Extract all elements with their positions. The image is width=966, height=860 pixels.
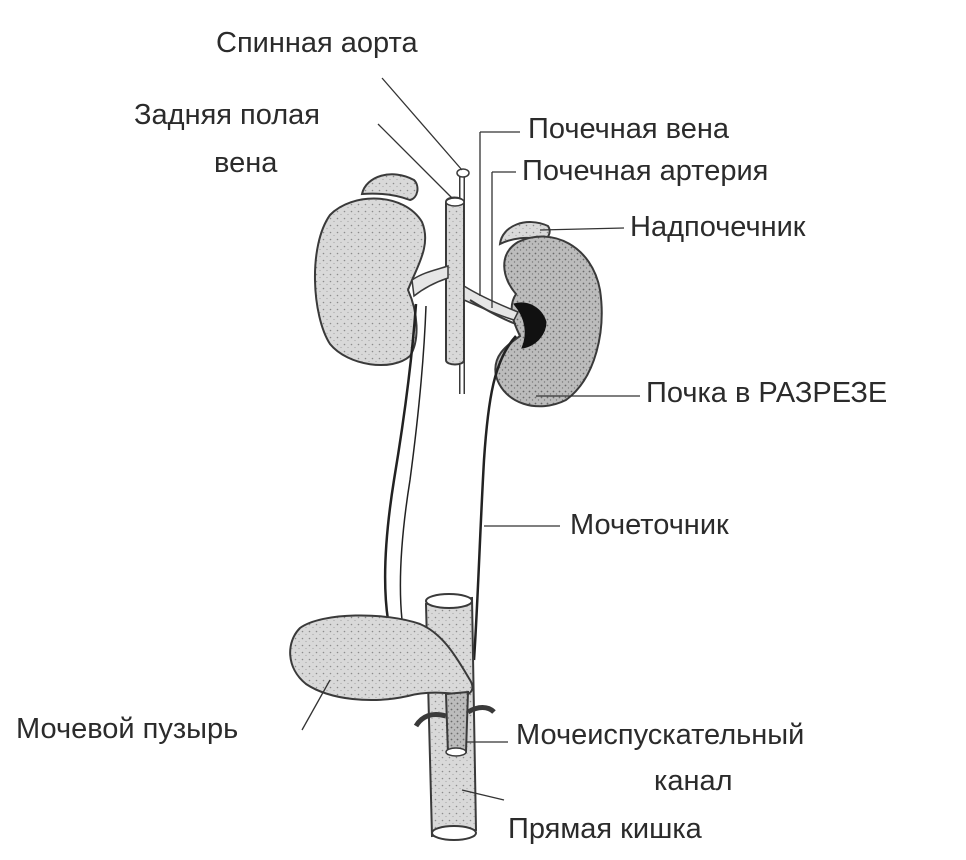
urethra <box>444 690 470 756</box>
label-rectum: Прямая кишка <box>508 813 702 845</box>
renal-pelvis <box>513 302 547 349</box>
left-ureter-inner <box>399 305 427 621</box>
urethra-opening <box>445 747 467 757</box>
left-kidney <box>314 197 427 367</box>
renal-vein <box>463 284 520 321</box>
leader-rectum <box>461 789 505 801</box>
vena-cava-opening <box>445 197 465 207</box>
urethra-right-process <box>466 705 496 715</box>
label-dorsal-aorta: Спинная аорта <box>216 27 418 59</box>
leader-posterior-vena-cava <box>377 123 453 199</box>
label-renal-vein: Почечная вена <box>528 113 729 145</box>
left-ureter <box>383 303 418 621</box>
label-kidney-section: Почка в РАЗРЕЗЕ <box>646 377 888 409</box>
left-renal-vessel <box>411 264 449 298</box>
label-urinary-bladder: Мочевой пузырь <box>16 713 239 745</box>
dorsal-aorta-opening <box>456 168 470 178</box>
renal-artery <box>469 299 517 325</box>
label-urethra-line1: Мочеиспускательный <box>516 719 805 751</box>
label-renal-artery: Почечная артерия <box>522 155 769 187</box>
leader-adrenal <box>539 227 625 231</box>
label-ureter: Мочеточник <box>570 509 729 541</box>
posterior-vena-cava <box>445 196 465 366</box>
urethra-left-process <box>413 711 447 728</box>
rectum-top-opening <box>425 593 473 609</box>
rectum-bottom-opening <box>431 825 477 841</box>
right-kidney-section <box>494 235 603 408</box>
label-adrenal-gland: Надпочечник <box>630 211 806 243</box>
right-ureter <box>472 335 517 661</box>
left-adrenal-gland <box>360 173 419 202</box>
label-posterior-vena-cava-line2: вена <box>214 147 278 179</box>
label-urethra-line2: канал <box>654 765 733 797</box>
leader-lines <box>301 77 640 801</box>
leader-bladder <box>301 679 331 731</box>
leader-dorsal-aorta <box>381 77 463 171</box>
label-posterior-vena-cava-line1: Задняя полая <box>134 99 320 131</box>
